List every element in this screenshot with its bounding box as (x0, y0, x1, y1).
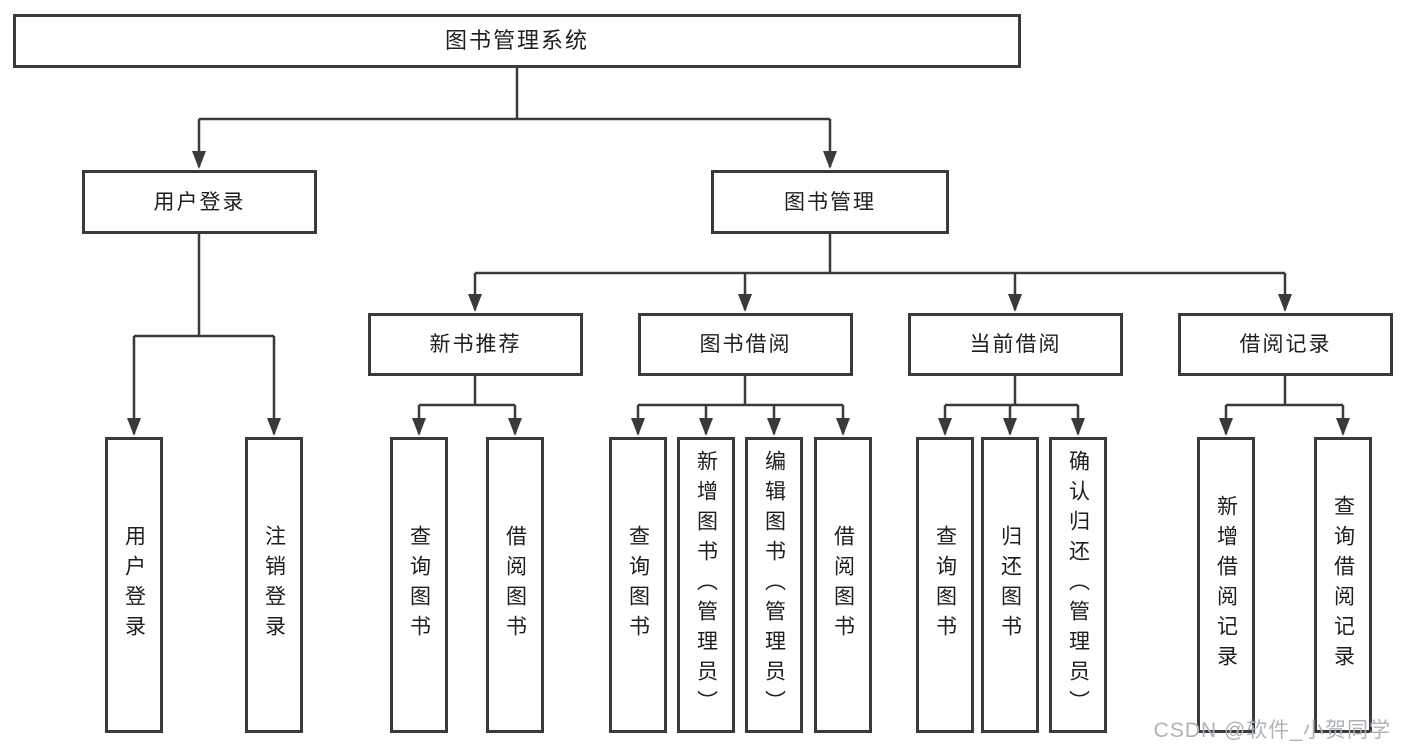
node-library-management-system: 图书管理系统 (13, 14, 1021, 68)
leaf-logout: 注销登录 (245, 437, 303, 733)
leaf-borrow-books: 借阅图书 (814, 437, 872, 733)
leaf-add-borrow-record: 新增借阅记录 (1197, 437, 1255, 733)
node-new-book-recommend: 新书推荐 (368, 313, 583, 376)
node-current-borrowing: 当前借阅 (908, 313, 1123, 376)
node-user-login-group: 用户登录 (82, 170, 317, 234)
leaf-borrow-books-recommend: 借阅图书 (486, 437, 544, 733)
csdn-watermark: CSDN @软件_小贺同学 (1153, 719, 1391, 742)
leaf-query-books-recommend: 查询图书 (390, 437, 448, 733)
leaf-query-books-current: 查询图书 (916, 437, 974, 733)
leaf-add-books-admin: 新增图书（管理员） (677, 437, 735, 733)
node-borrowing-records: 借阅记录 (1178, 313, 1393, 376)
leaf-return-books: 归还图书 (981, 437, 1039, 733)
node-book-borrowing: 图书借阅 (638, 313, 853, 376)
leaf-confirm-return-admin: 确认归还（管理员） (1049, 437, 1107, 733)
leaf-query-books-borrow: 查询图书 (609, 437, 667, 733)
node-book-management-group: 图书管理 (711, 170, 949, 234)
leaf-user-login: 用户登录 (105, 437, 163, 733)
leaf-edit-books-admin: 编辑图书（管理员） (745, 437, 803, 733)
leaf-query-borrow-record: 查询借阅记录 (1314, 437, 1372, 733)
